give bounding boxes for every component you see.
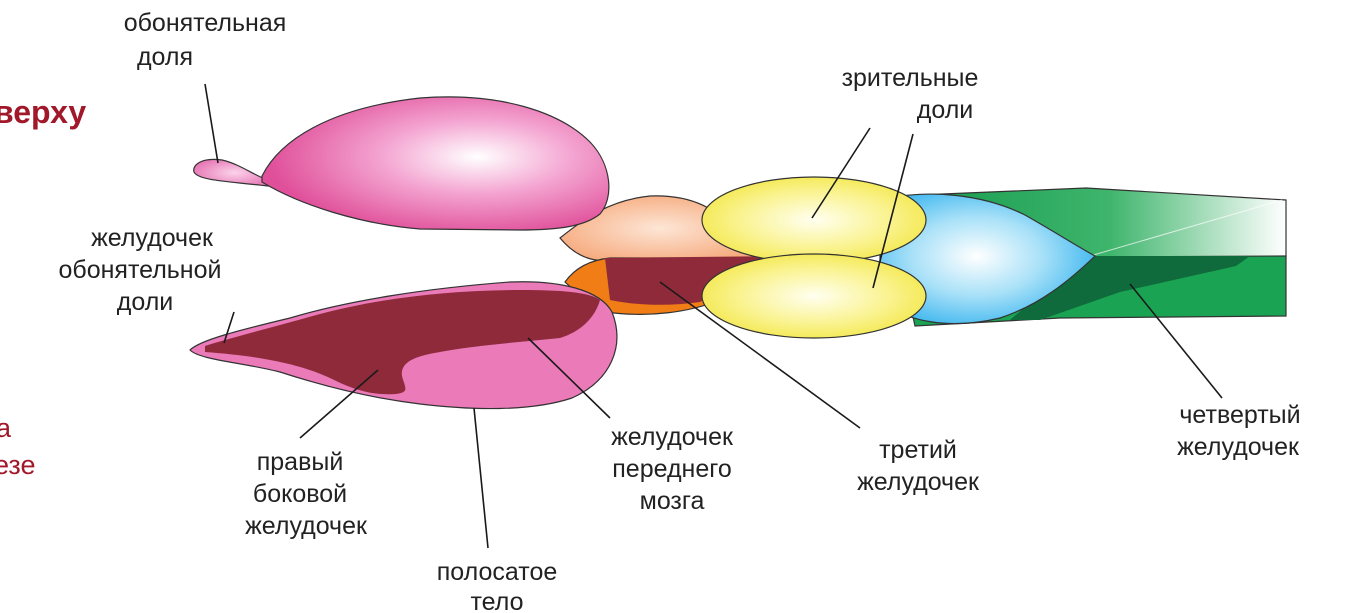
- label-olfactory-lobe-line1: обонятельная: [124, 9, 287, 37]
- label-third-ventricle-line2: желудочек: [857, 468, 980, 496]
- label-striatum-line1: полосатое: [437, 558, 558, 586]
- side-text-line2: езе: [0, 450, 36, 480]
- label-olfactory-ventricle-line2: обонятельной: [58, 256, 221, 284]
- label-right-lateral-ventricle-line2: боковой: [253, 480, 347, 508]
- label-right-lateral-ventricle: правый боковой желудочек: [245, 448, 368, 540]
- label-third-ventricle: третий желудочек: [857, 436, 980, 496]
- hemisphere-top: [262, 97, 609, 230]
- optic-lobe-bottom: [702, 254, 926, 338]
- label-olfactory-ventricle-line1: желудочек: [91, 224, 214, 252]
- label-visual-lobes-line1: зрительные: [842, 64, 979, 92]
- label-olfactory-ventricle: желудочек обонятельной доли: [58, 224, 221, 316]
- label-third-ventricle-line1: третий: [879, 436, 957, 464]
- side-title-text: верху: [0, 94, 86, 130]
- label-visual-lobes: зрительные доли: [842, 64, 979, 124]
- label-forebrain-ventricle-line3: мозга: [640, 487, 705, 515]
- label-fourth-ventricle-line2: желудочек: [1177, 433, 1300, 461]
- label-right-lateral-ventricle-line1: правый: [257, 448, 344, 476]
- label-forebrain-ventricle: желудочек переднего мозга: [611, 423, 734, 515]
- olfactory-bulb-top: [194, 159, 268, 186]
- label-forebrain-ventricle-line1: желудочек: [611, 423, 734, 451]
- label-olfactory-ventricle-line3: доли: [117, 288, 174, 316]
- side-text-line1: а: [0, 413, 12, 443]
- label-right-lateral-ventricle-line3: желудочек: [245, 512, 368, 540]
- label-fourth-ventricle: четвертый желудочек: [1177, 401, 1301, 461]
- optic-lobe-top: [702, 177, 926, 263]
- label-fourth-ventricle-line1: четвертый: [1179, 401, 1300, 429]
- label-forebrain-ventricle-line2: переднего: [612, 455, 731, 483]
- label-striatum: полосатое тело: [437, 558, 558, 613]
- label-olfactory-lobe-line2: доля: [137, 43, 193, 71]
- label-olfactory-lobe: обонятельная доля: [124, 9, 287, 71]
- label-striatum-line2: тело: [470, 588, 523, 613]
- label-visual-lobes-line2: доли: [917, 96, 974, 124]
